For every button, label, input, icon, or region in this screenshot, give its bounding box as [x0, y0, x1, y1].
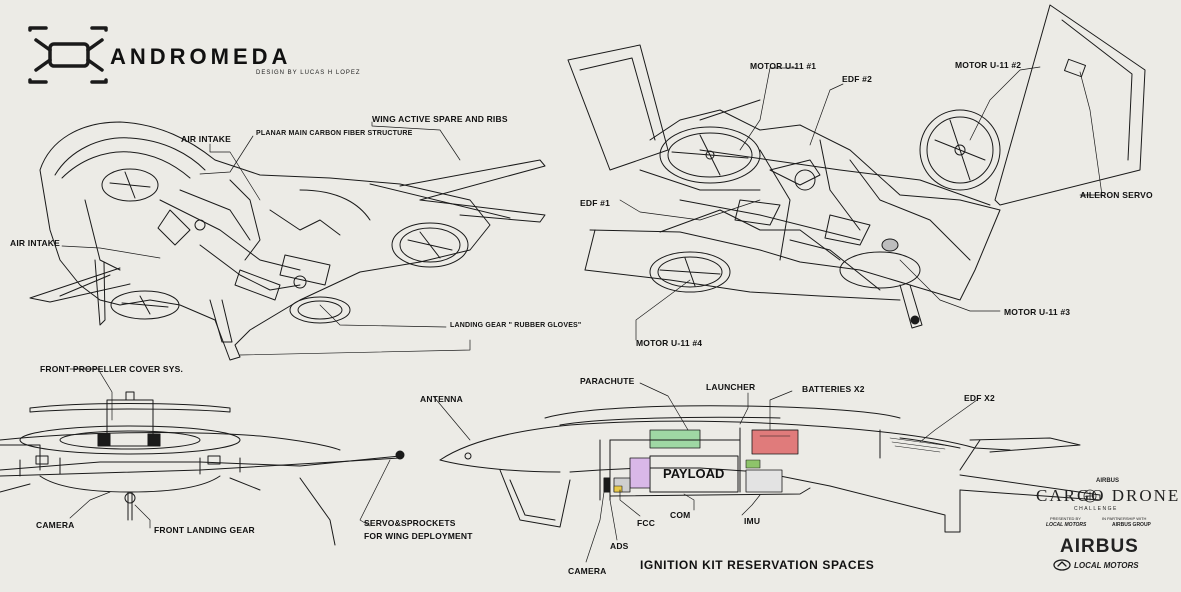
challenge-presented-by: PRESENTED BY: [1050, 516, 1081, 521]
brand-name: ANDROMEDA: [110, 44, 292, 69]
andromeda-logo-icon: [28, 26, 108, 84]
label-ads: ADS: [610, 541, 629, 551]
label-com: COM: [670, 510, 691, 520]
challenge-airbus-small: AIRBUS: [1096, 478, 1120, 484]
challenge-local-motors-small: LOCAL MOTORS: [1046, 522, 1087, 528]
label-launcher: LAUNCHER: [706, 382, 756, 392]
label-planar-structure: PLANAR MAIN CARBON FIBER STRUCTURE: [256, 130, 413, 137]
label-fcc: FCC: [637, 518, 656, 528]
challenge-subtitle: CHALLENGE: [1074, 506, 1118, 512]
label-front-prop-cover: FRONT PROPELLER COVER SYS.: [40, 364, 184, 374]
label-camera-side: CAMERA: [568, 566, 607, 576]
local-motors-logo-icon: [1053, 559, 1071, 571]
label-wing-deployment: FOR WING DEPLOYMENT: [364, 531, 473, 541]
designer-credit: DESIGN BY LUCAS H LOPEZ: [256, 70, 361, 76]
local-motors-logo: LOCAL MOTORS: [1074, 561, 1139, 570]
label-aileron-servo: AILERON SERVO: [1080, 190, 1153, 200]
perspective-view-left: [29, 121, 546, 361]
side-view: [439, 405, 1101, 533]
label-motor-1: MOTOR U-11 #1: [750, 61, 817, 71]
label-batteries: BATTERIES X2: [802, 384, 865, 394]
label-antenna: ANTENNA: [420, 394, 463, 404]
label-motor-4: MOTOR U-11 #4: [636, 338, 703, 348]
challenge-airbus-group: AIRBUS GROUP: [1112, 522, 1151, 528]
label-edf-2: EDF #2: [842, 74, 873, 84]
perspective-view-right: [567, 4, 1146, 329]
airbus-logo: AIRBUS: [1060, 536, 1139, 557]
label-motor-2: MOTOR U-11 #2: [955, 60, 1022, 70]
label-camera-front: CAMERA: [36, 520, 75, 530]
label-imu: IMU: [744, 516, 761, 526]
label-edf-1: EDF #1: [580, 198, 611, 208]
front-view: [0, 391, 405, 546]
label-air-intake-top: AIR INTAKE: [181, 134, 232, 144]
challenge-title: CARGO DRONE: [1036, 486, 1181, 505]
label-front-landing-gear: FRONT LANDING GEAR: [154, 525, 255, 535]
cargo-drone-badge-icon: [1083, 489, 1097, 503]
callout-leader-lines: [61, 66, 1103, 563]
label-landing-gear-gloves: LANDING GEAR " RUBBER GLOVES": [450, 322, 582, 329]
label-servo-sprockets: SERVO&SPROCKETS: [364, 518, 456, 528]
label-payload: PAYLOAD: [663, 466, 725, 481]
label-motor-3: MOTOR U-11 #3: [1004, 307, 1071, 317]
challenge-partnership: IN PARTNERSHIP WITH: [1102, 516, 1147, 521]
label-ignition-kit: IGNITION KIT RESERVATION SPACES: [640, 558, 875, 572]
label-wing-spare: WING ACTIVE SPARE AND RIBS: [372, 114, 508, 124]
label-air-intake-left: AIR INTAKE: [10, 238, 61, 248]
label-edf-x2: EDF X2: [964, 393, 995, 403]
label-parachute: PARACHUTE: [580, 376, 635, 386]
